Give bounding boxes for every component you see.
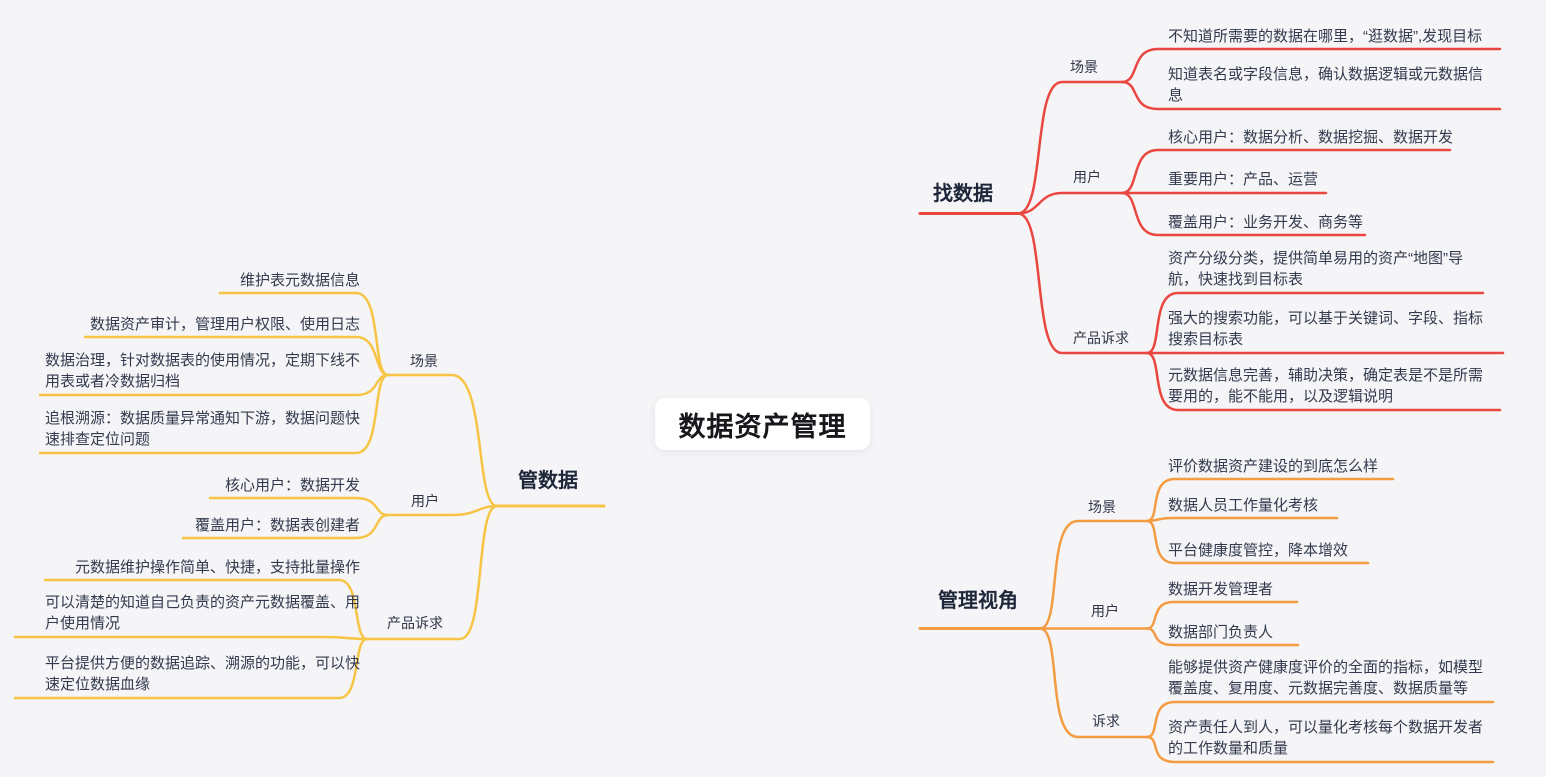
- branch-label-find-data[interactable]: 找数据: [933, 183, 993, 205]
- leaf-view-demand-1[interactable]: 能够提供资产健康度评价的全面的指标，如模型 覆盖度、复用度、元数据完善度、数据质…: [1168, 659, 1484, 697]
- leaf-find-demand-2[interactable]: 强大的搜索功能，可以基于关键词、字段、指标 搜索目标表: [1168, 310, 1484, 348]
- leaf-manage-scene-4[interactable]: 追根溯源：数据质量异常通知下游，数据问题快 速排查定位问题: [44, 410, 360, 448]
- leaf-find-demand-1[interactable]: 资产分级分类，提供简单易用的资产“地图”导 航，快速找到目标表: [1168, 250, 1463, 288]
- sub-label-manage-users[interactable]: 用户: [411, 493, 439, 509]
- sub-label-view-users[interactable]: 用户: [1091, 603, 1119, 619]
- leaf-manage-user-2[interactable]: 覆盖用户：数据表创建者: [194, 517, 360, 534]
- sub-label-view-demands[interactable]: 诉求: [1092, 713, 1120, 729]
- sub-label-find-demands[interactable]: 产品诉求: [1073, 330, 1129, 346]
- sub-label-manage-scene[interactable]: 场景: [410, 353, 438, 369]
- leaf-view-scene-1[interactable]: 评价数据资产建设的到底怎么样: [1168, 458, 1379, 475]
- leaf-manage-scene-2[interactable]: 数据资产审计，管理用户权限、使用日志: [89, 316, 360, 333]
- leaf-view-scene-2[interactable]: 数据人员工作量化考核: [1168, 497, 1319, 514]
- branch-label-manage-data[interactable]: 管数据: [518, 470, 578, 492]
- central-topic[interactable]: 数据资产管理: [655, 398, 870, 450]
- leaf-manage-demand-1[interactable]: 元数据维护操作简单、快捷，支持批量操作: [74, 559, 360, 576]
- sub-label-find-users[interactable]: 用户: [1073, 169, 1101, 185]
- sub-label-view-scene[interactable]: 场景: [1088, 499, 1116, 515]
- leaf-view-user-2[interactable]: 数据部门负责人: [1168, 624, 1274, 641]
- leaf-find-scene-2[interactable]: 知道表名或字段信息，确认数据逻辑或元数据信 息: [1168, 66, 1484, 104]
- leaf-find-scene-1[interactable]: 不知道所需要的数据在哪里，“逛数据”,发现目标: [1168, 28, 1483, 45]
- branch-management-view-curves: [918, 477, 1495, 764]
- leaf-view-demand-2[interactable]: 资产责任人到人，可以量化考核每个数据开发者 的工作数量和质量: [1168, 719, 1484, 757]
- leaf-manage-user-1[interactable]: 核心用户：数据开发: [224, 477, 360, 494]
- leaf-view-scene-3[interactable]: 平台健康度管控，降本增效: [1168, 542, 1349, 559]
- sub-label-manage-demands[interactable]: 产品诉求: [387, 615, 443, 631]
- leaf-find-user-1[interactable]: 核心用户：数据分析、数据挖掘、数据开发: [1168, 129, 1454, 146]
- leaf-manage-demand-2[interactable]: 可以清楚的知道自己负责的资产元数据覆盖、用 户使用情况: [44, 594, 360, 632]
- leaf-manage-scene-3[interactable]: 数据治理，针对数据表的使用情况，定期下线不 用表或者冷数据归档: [44, 352, 360, 390]
- branch-manage-data-curves: [13, 291, 606, 700]
- leaf-view-user-1[interactable]: 数据开发管理者: [1168, 581, 1274, 598]
- leaf-manage-demand-3[interactable]: 平台提供方便的数据追踪、溯源的功能，可以快 速定位数据血缘: [44, 655, 360, 693]
- branch-label-management-view[interactable]: 管理视角: [938, 590, 1018, 612]
- sub-label-find-scene[interactable]: 场景: [1070, 59, 1098, 75]
- branch-find-data-curves: [918, 47, 1505, 412]
- leaf-find-demand-3[interactable]: 元数据信息完善，辅助决策，确定表是不是所需 要用的，能不能用，以及逻辑说明: [1168, 367, 1484, 405]
- leaf-manage-scene-1[interactable]: 维护表元数据信息: [239, 272, 360, 289]
- leaf-find-user-3[interactable]: 覆盖用户：业务开发、商务等: [1168, 214, 1364, 231]
- leaf-find-user-2[interactable]: 重要用户：产品、运营: [1168, 171, 1319, 188]
